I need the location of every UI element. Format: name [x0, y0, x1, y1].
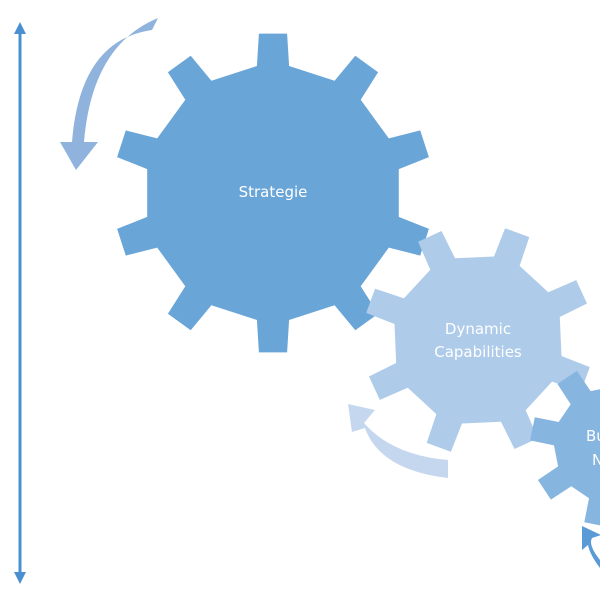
gear-business-model [530, 370, 600, 526]
gear-label-business-model-2: N [592, 451, 600, 469]
gear-strategie [117, 33, 429, 353]
curved-arrow-bottom-right [582, 526, 600, 568]
gear-label-dynamic-capabilities-2: Capabilities [434, 343, 522, 361]
gear-label-strategie: Strategie [239, 183, 308, 201]
gear-label-dynamic-capabilities-1: Dynamic [445, 320, 511, 338]
gear-dynamic-capabilities [366, 228, 590, 452]
gear-label-business-model-1: Bu [586, 427, 600, 445]
curved-arrow-middle [348, 404, 448, 478]
curved-arrow-top-left [60, 18, 158, 170]
